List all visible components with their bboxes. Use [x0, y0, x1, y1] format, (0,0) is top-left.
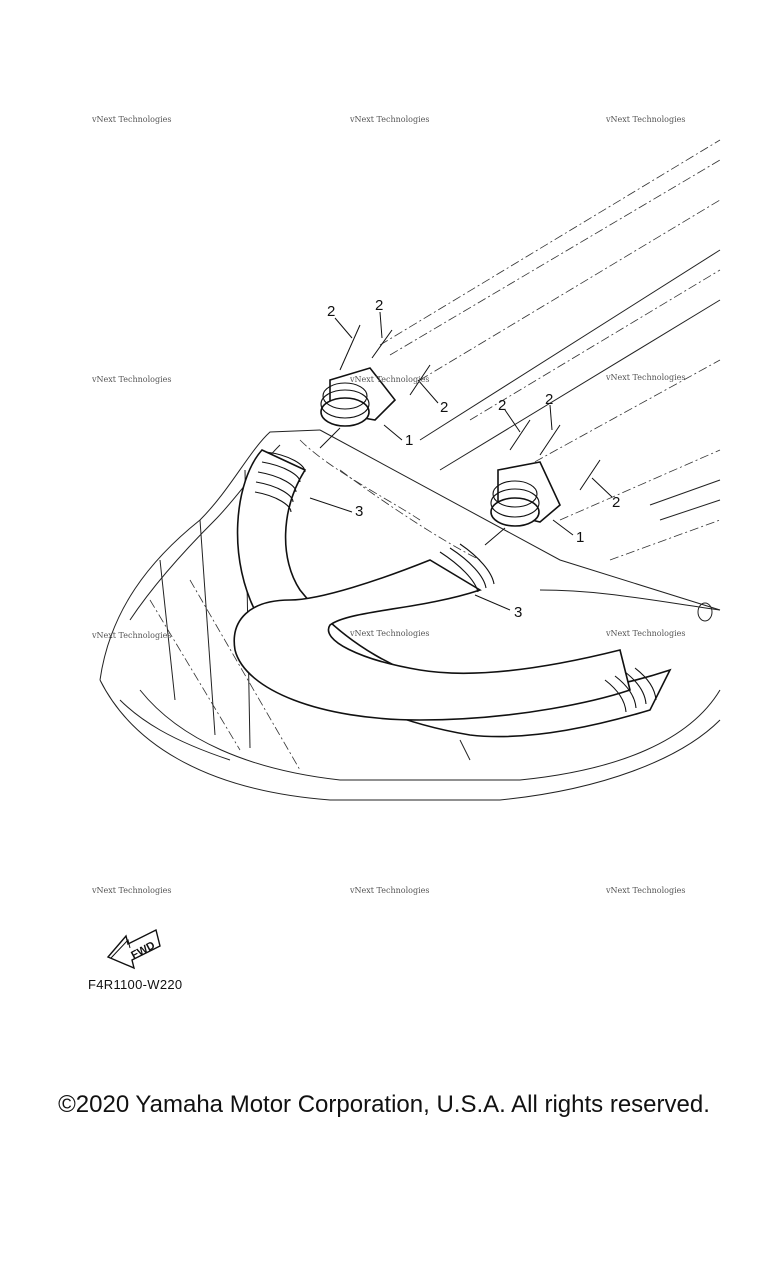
drawing-code: F4R1100-W220 — [88, 977, 183, 992]
callout-3-a: 3 — [355, 503, 363, 520]
hull-centerline — [149, 139, 721, 771]
watermark: vNext Technologies — [605, 886, 685, 895]
watermark: vNext Technologies — [91, 115, 171, 124]
watermark: vNext Technologies — [91, 375, 171, 384]
watermark: vNext Technologies — [91, 631, 171, 640]
hull-outline — [99, 249, 721, 801]
callout-1-b: 1 — [576, 529, 584, 546]
watermark: vNext Technologies — [349, 375, 429, 384]
callout-2-b: 2 — [375, 297, 383, 314]
parts-diagram: 2 2 2 2 2 2 1 1 3 3 vNext Technologies v… — [91, 115, 721, 970]
watermark: vNext Technologies — [605, 629, 685, 638]
watermark: vNext Technologies — [91, 886, 171, 895]
leader-lines — [309, 311, 613, 611]
watermark: vNext Technologies — [605, 373, 685, 382]
callout-2-a: 2 — [327, 303, 335, 320]
duct-hose-right — [233, 543, 657, 721]
callout-2-d: 2 — [498, 397, 506, 414]
callout-2-e: 2 — [545, 391, 553, 408]
inlet-fitting-upper — [319, 367, 397, 449]
rivets — [339, 324, 601, 491]
watermark: vNext Technologies — [349, 629, 429, 638]
inlet-fitting-lower — [484, 461, 561, 546]
callout-3-b: 3 — [514, 604, 522, 621]
watermark: vNext Technologies — [605, 115, 685, 124]
fwd-arrow-icon: FWD — [106, 928, 161, 970]
watermarks: vNext Technologies vNext Technologies vN… — [91, 115, 685, 895]
copyright-notice: ©2020 Yamaha Motor Corporation, U.S.A. A… — [58, 1091, 710, 1118]
callout-2-f: 2 — [612, 494, 620, 511]
watermark: vNext Technologies — [349, 886, 429, 895]
callout-2-c: 2 — [440, 399, 448, 416]
callout-1-a: 1 — [405, 432, 413, 449]
watermark: vNext Technologies — [349, 115, 429, 124]
